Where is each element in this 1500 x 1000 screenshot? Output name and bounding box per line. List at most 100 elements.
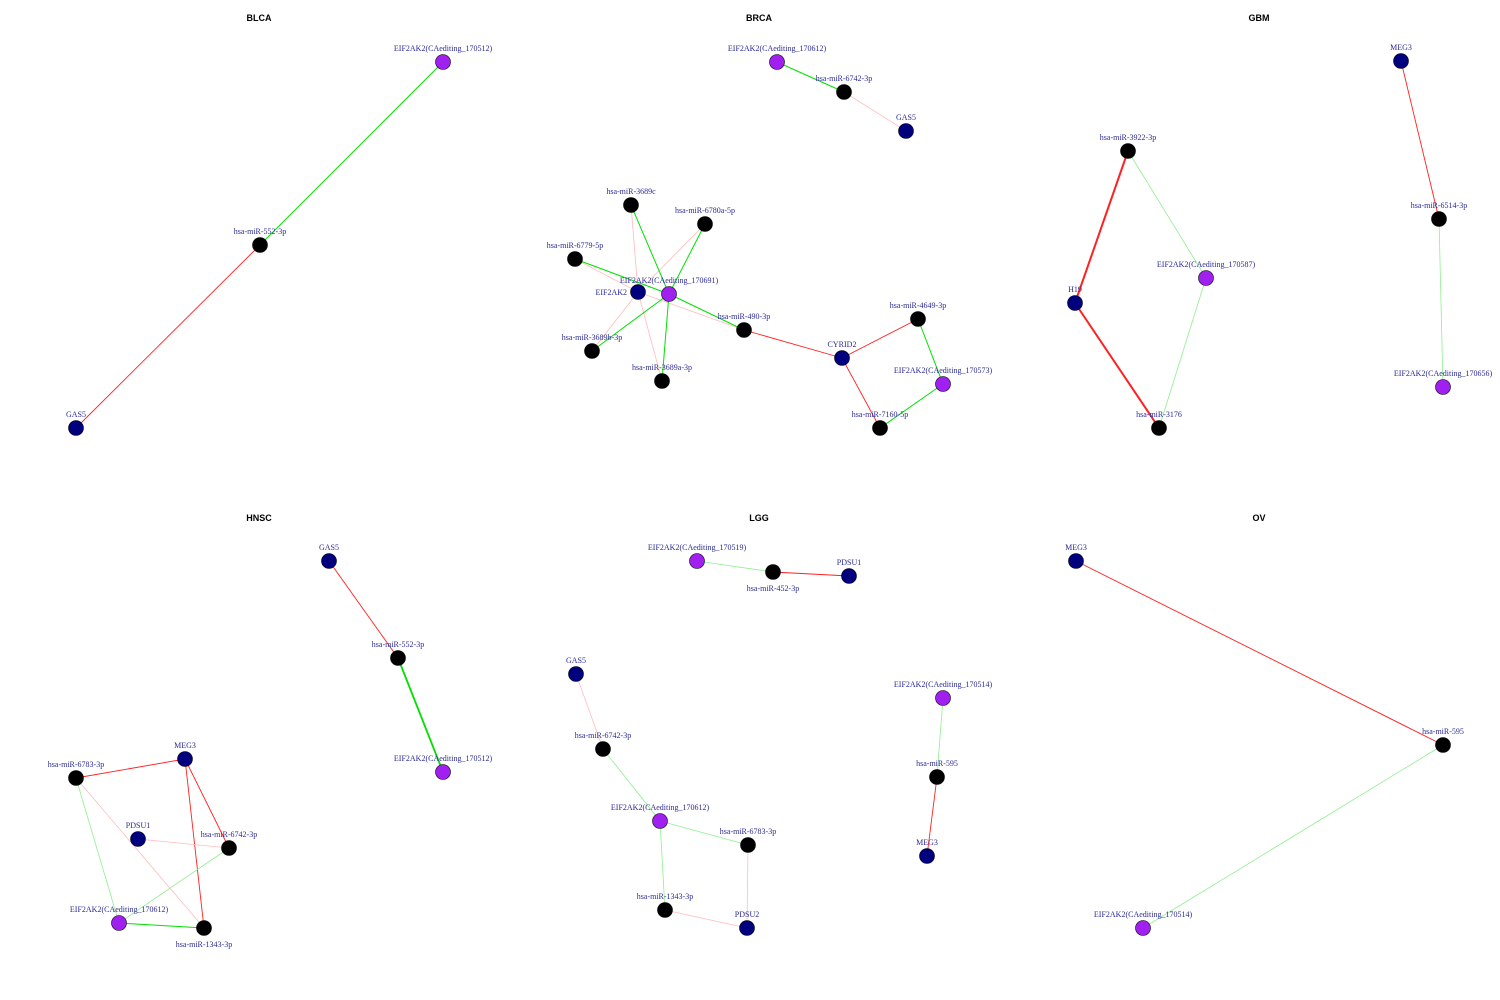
- hnsc-node-label: hsa-miR-1343-3p: [176, 940, 232, 949]
- brca-gene-node: [630, 284, 646, 300]
- gbm-mirna-node: [1120, 143, 1136, 159]
- hnsc-mirna-node: [390, 650, 406, 666]
- lgg-node-label: EIF2AK2(CAediting_170519): [648, 543, 747, 552]
- brca-edge: [637, 291, 745, 331]
- lgg-mirna-node: [929, 769, 945, 785]
- blca-mirna-node: [252, 237, 268, 253]
- lgg-edge: [746, 844, 749, 929]
- hnsc-node-label: GAS5: [319, 543, 339, 552]
- gbm-node-label: MEG3: [1390, 43, 1412, 52]
- gbm-node-label: hsa-miR-6514-3p: [1411, 201, 1467, 210]
- hnsc-edge: [397, 657, 444, 773]
- panel-title-gbm: GBM: [1249, 13, 1270, 23]
- hnsc-edge: [75, 777, 120, 924]
- brca-mirna-node: [567, 251, 583, 267]
- brca-edge: [630, 204, 670, 295]
- blca-node-label: hsa-miR-552-3p: [234, 227, 286, 236]
- lgg-mirna-node: [595, 741, 611, 757]
- lgg-edge: [602, 748, 661, 822]
- hnsc-node-label: PDSU1: [126, 821, 150, 830]
- brca-editing-node: [935, 376, 951, 392]
- brca-node-label: GAS5: [896, 113, 916, 122]
- hnsc-gene-node: [130, 831, 146, 847]
- gbm-edge: [1400, 60, 1440, 220]
- lgg-node-label: hsa-miR-6783-3p: [720, 827, 776, 836]
- ov-edge: [1142, 744, 1444, 929]
- panel-title-hnsc: HNSC: [246, 513, 272, 523]
- lgg-mirna-node: [657, 902, 673, 918]
- brca-node-label: EIF2AK2(CAediting_170691): [620, 276, 719, 285]
- hnsc-edge: [328, 560, 399, 659]
- brca-edge: [668, 223, 706, 295]
- brca-node-label: CYRID2: [828, 340, 857, 349]
- brca-node-label: hsa-miR-6742-3p: [816, 74, 872, 83]
- brca-edge: [841, 357, 881, 429]
- brca-mirna-node: [697, 216, 713, 232]
- blca-node-label: EIF2AK2(CAediting_170512): [394, 44, 493, 53]
- lgg-gene-node: [739, 920, 755, 936]
- panel-title-blca: BLCA: [247, 13, 272, 23]
- brca-edge: [668, 293, 745, 331]
- hnsc-editing-node: [111, 915, 127, 931]
- brca-node-label: EIF2AK2(CAediting_170612): [728, 44, 827, 53]
- gbm-edge: [1074, 150, 1129, 304]
- lgg-node-label: hsa-miR-452-3p: [747, 584, 799, 593]
- hnsc-mirna-node: [196, 920, 212, 936]
- hnsc-node-label: hsa-miR-552-3p: [372, 640, 424, 649]
- brca-mirna-node: [910, 311, 926, 327]
- brca-node-label: hsa-miR-490-3p: [718, 312, 770, 321]
- brca-edge: [661, 293, 670, 382]
- brca-node-label: hsa-miR-4649-3p: [890, 301, 946, 310]
- gbm-editing-node: [1435, 379, 1451, 395]
- brca-edge: [591, 291, 639, 352]
- blca-node-label: GAS5: [66, 410, 86, 419]
- lgg-edge: [659, 820, 666, 911]
- lgg-mirna-node: [740, 837, 756, 853]
- gbm-edge: [1438, 218, 1444, 388]
- blca-edge: [259, 61, 444, 246]
- lgg-edge: [926, 776, 938, 857]
- hnsc-node-label: EIF2AK2(CAediting_170512): [394, 754, 493, 763]
- brca-edge: [574, 258, 670, 295]
- brca-edge: [743, 329, 843, 359]
- hnsc-mirna-node: [68, 770, 84, 786]
- ov-mirna-node: [1435, 737, 1451, 753]
- brca-editing-node: [661, 286, 677, 302]
- brca-edge: [917, 318, 944, 385]
- lgg-mirna-node: [765, 564, 781, 580]
- hnsc-node-label: EIF2AK2(CAediting_170612): [70, 905, 169, 914]
- brca-edge: [630, 204, 639, 293]
- lgg-edge: [659, 820, 749, 846]
- gbm-editing-node: [1198, 270, 1214, 286]
- panel-title-lgg: LGG: [749, 513, 769, 523]
- brca-mirna-node: [736, 322, 752, 338]
- ov-node-label: EIF2AK2(CAediting_170514): [1094, 910, 1193, 919]
- lgg-node-label: EIF2AK2(CAediting_170612): [611, 803, 710, 812]
- blca-editing-node: [435, 54, 451, 70]
- hnsc-mirna-node: [221, 840, 237, 856]
- brca-edge: [843, 91, 907, 132]
- brca-gene-node: [834, 350, 850, 366]
- lgg-edge: [936, 697, 944, 778]
- gbm-gene-node: [1393, 53, 1409, 69]
- brca-node-label: hsa-miR-3689b-3p: [562, 333, 622, 342]
- brca-node-label: hsa-miR-6779-5p: [547, 241, 603, 250]
- brca-edge: [879, 383, 944, 429]
- brca-edge: [776, 61, 845, 93]
- gbm-mirna-node: [1431, 211, 1447, 227]
- gbm-node-label: EIF2AK2(CAediting_170656): [1394, 369, 1493, 378]
- brca-gene-node: [898, 123, 914, 139]
- hnsc-edge: [184, 758, 205, 929]
- lgg-editing-node: [689, 553, 705, 569]
- hnsc-edge: [118, 847, 230, 924]
- brca-edge: [637, 223, 706, 293]
- ov-edge: [1075, 560, 1444, 746]
- lgg-node-label: MEG3: [916, 838, 938, 847]
- lgg-node-label: hsa-miR-6742-3p: [575, 731, 631, 740]
- ov-node-label: hsa-miR-595: [1422, 727, 1464, 736]
- panel-title-ov: OV: [1252, 513, 1265, 523]
- blca-gene-node: [68, 420, 84, 436]
- gbm-gene-node: [1067, 295, 1083, 311]
- brca-mirna-node: [872, 420, 888, 436]
